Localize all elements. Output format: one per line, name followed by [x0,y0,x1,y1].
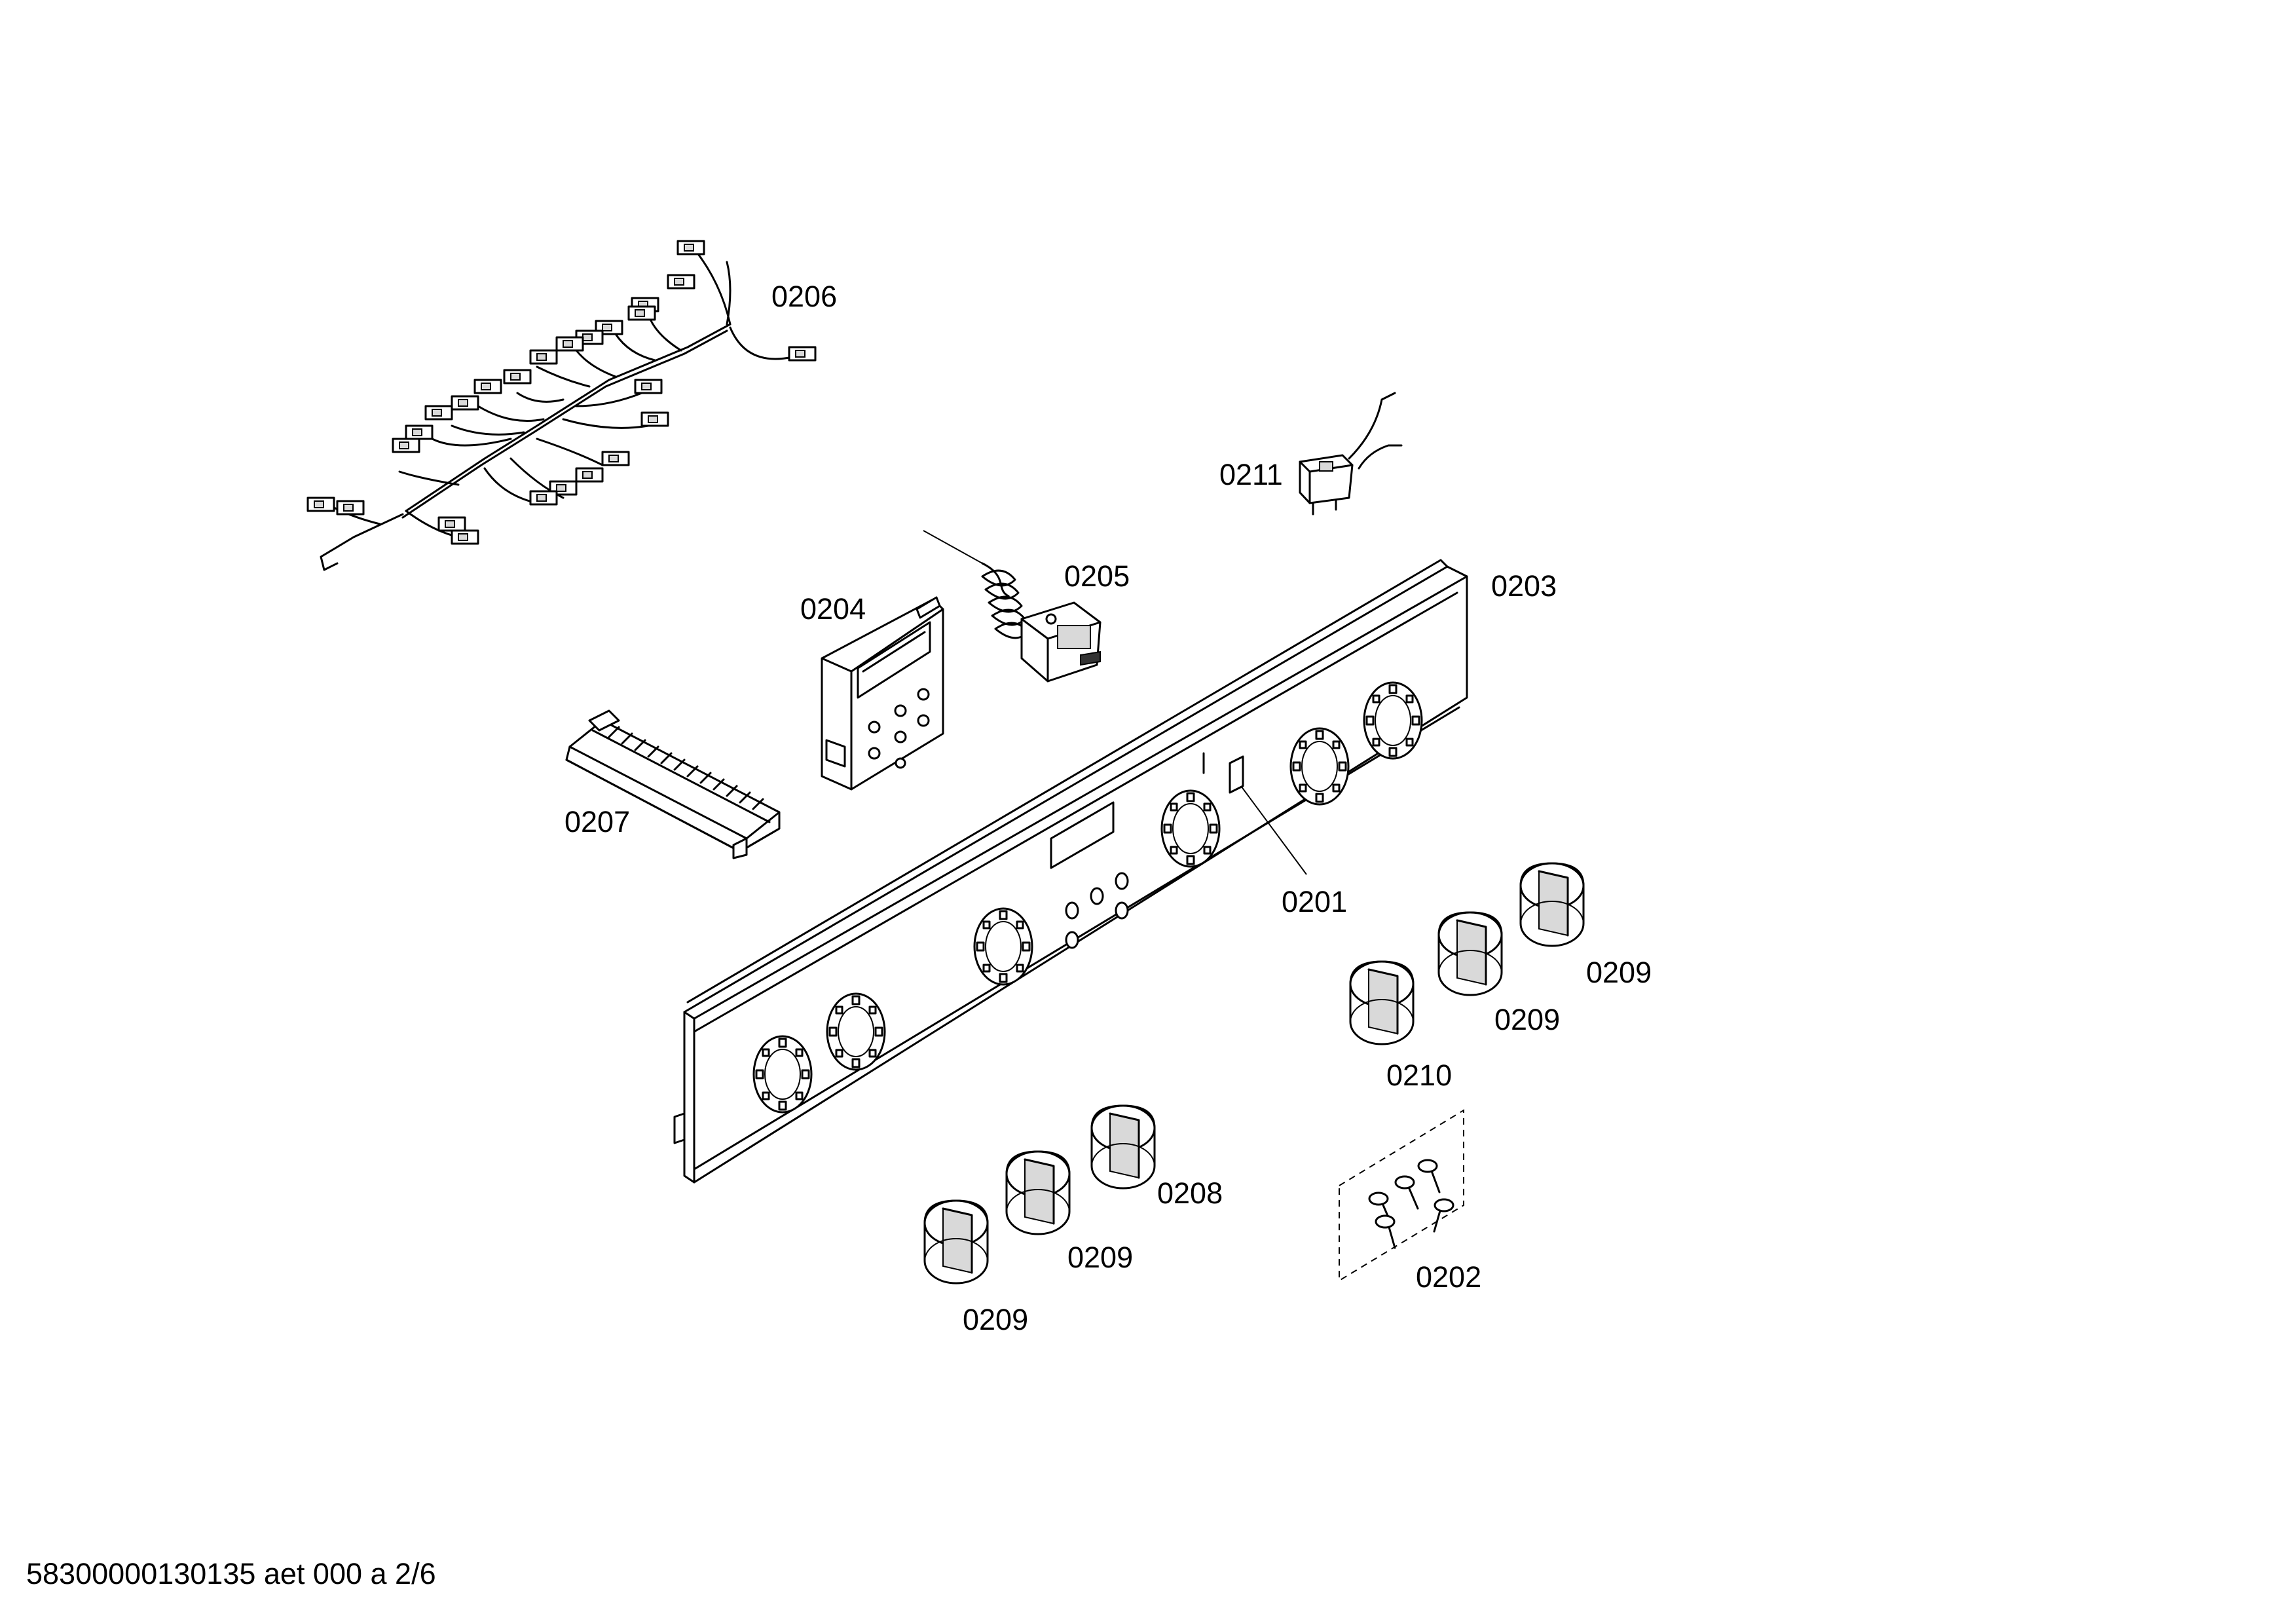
knob-0208 [1090,1104,1156,1190]
label-0203: 0203 [1491,569,1557,603]
label-0201: 0201 [1282,885,1347,918]
knob-0210 [1349,960,1415,1045]
knob-0209-upper-middle [1437,911,1503,996]
screw-set [1339,1109,1464,1282]
switch-component [1299,392,1403,516]
knob-0209-upper-right [1519,862,1585,947]
label-0210: 0210 [1386,1059,1452,1092]
label-0202: 0202 [1416,1260,1481,1294]
wiring-harness [306,240,817,571]
label-0206: 0206 [771,280,837,313]
label-0209-upper-right: 0209 [1586,956,1652,989]
electronic-module [821,596,944,791]
label-0209-lower-middle: 0209 [1067,1241,1133,1274]
label-0208: 0208 [1157,1176,1223,1210]
terminal-block [565,709,781,859]
thermostat [923,530,1102,683]
control-panel [673,559,1468,1184]
label-0207: 0207 [565,805,630,838]
knob-0209-lower-middle [1005,1150,1071,1235]
label-0205: 0205 [1064,559,1130,593]
knob-0209-lower-left [923,1199,989,1285]
label-0209-upper-middle: 0209 [1494,1003,1560,1036]
label-0209-lower-left: 0209 [963,1303,1028,1336]
label-0204: 0204 [800,592,866,626]
label-0211: 0211 [1219,458,1283,491]
document-footer: 58300000130135 aet 000 a 2/6 [26,1557,436,1590]
